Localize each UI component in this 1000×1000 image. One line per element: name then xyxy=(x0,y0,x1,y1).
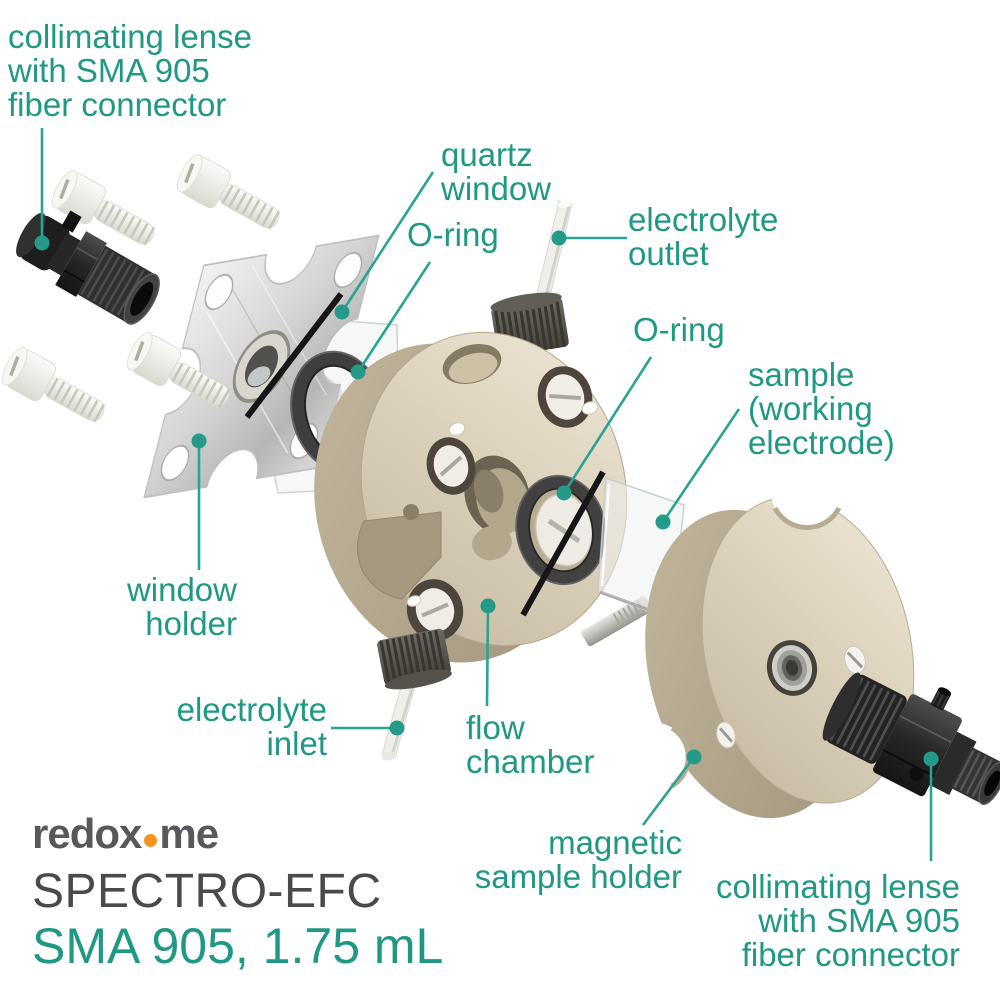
product-spec: SMA 905, 1.75 mL xyxy=(32,918,444,974)
nylon-screw-bottom-left xyxy=(2,347,106,423)
label-collimating-lens-top: collimating lense with SMA 905 fiber con… xyxy=(8,20,252,122)
label-line: sample xyxy=(748,356,855,393)
dot-o-ring-left xyxy=(350,364,366,380)
nylon-screw-center xyxy=(127,332,231,408)
logo-text-redox: redox xyxy=(32,810,142,857)
label-line: window xyxy=(441,170,552,207)
flow-chamber-illustration xyxy=(314,331,628,663)
label-flow-chamber: flow chamber xyxy=(466,711,594,779)
dot-window-holder xyxy=(191,433,207,449)
inlet-fitting-nut xyxy=(377,628,452,690)
label-line: window xyxy=(126,571,237,608)
dot-electrolyte-outlet xyxy=(551,230,567,246)
nylon-screw-top-right xyxy=(177,154,281,230)
logo-orange-dot-icon xyxy=(144,834,158,847)
dot-sample xyxy=(655,514,671,530)
label-line: fiber connector xyxy=(741,936,960,973)
label-sample-working-electrode: sample (working electrode) xyxy=(748,358,895,460)
leader-sample xyxy=(661,408,741,523)
leader-dots xyxy=(34,230,939,767)
label-line: outlet xyxy=(628,235,709,272)
label-line: holder xyxy=(145,605,237,642)
nylon-screw-top-left xyxy=(52,170,156,246)
label-magnetic-sample-holder: magnetic sample holder xyxy=(442,826,682,894)
dot-electrolyte-inlet xyxy=(389,720,405,736)
gasket-edge-left xyxy=(244,292,344,419)
label-line: electrode) xyxy=(748,424,895,461)
label-line: (working xyxy=(748,390,873,427)
label-line: collimating lense xyxy=(716,868,960,905)
label-line: chamber xyxy=(466,743,595,780)
label-line: O-ring xyxy=(407,216,499,253)
leader-o-ring-left xyxy=(356,261,432,373)
label-line: with SMA 905 xyxy=(758,902,960,939)
dot-quartz-window xyxy=(334,304,350,320)
label-collimating-lens-bottom: collimating lense with SMA 905 fiber con… xyxy=(640,870,960,972)
label-line: quartz xyxy=(441,136,533,173)
gasket-edge-right xyxy=(520,470,606,617)
dot-o-ring-right xyxy=(556,485,572,501)
label-o-ring-right: O-ring xyxy=(633,313,725,347)
label-line: electrolyte xyxy=(176,691,327,728)
leader-flow-chamber xyxy=(485,605,490,707)
dot-magnetic-holder xyxy=(686,749,702,765)
dot-collimating-top xyxy=(34,235,50,251)
dot-collimating-bottom xyxy=(923,751,939,767)
leader-quartz-window xyxy=(340,171,435,313)
label-electrolyte-inlet: electrolyte inlet xyxy=(127,693,327,761)
label-line: sample holder xyxy=(474,858,682,895)
leader-o-ring-right xyxy=(562,356,653,494)
leader-magnetic-holder xyxy=(641,756,696,826)
label-line: inlet xyxy=(266,725,327,762)
label-line: magnetic xyxy=(548,824,682,861)
collimating-lens-bottom-illustration xyxy=(822,672,1000,805)
label-o-ring-left: O-ring xyxy=(407,218,499,252)
logo-text-me: me xyxy=(159,810,219,857)
label-window-holder: window holder xyxy=(47,573,237,641)
label-line: O-ring xyxy=(633,311,725,348)
label-line: fiber connector xyxy=(8,86,227,123)
dot-flow-chamber xyxy=(480,598,496,614)
leader-lines xyxy=(40,128,933,861)
label-line: electrolyte xyxy=(628,201,779,238)
label-quartz-window: quartz window xyxy=(441,138,551,206)
label-electrolyte-outlet: electrolyte outlet xyxy=(628,203,778,271)
label-line: flow xyxy=(466,709,525,746)
label-line: with SMA 905 xyxy=(8,52,210,89)
label-line: collimating lense xyxy=(8,18,252,55)
o-ring-right-illustration xyxy=(515,474,607,586)
collimating-lens-top-illustration xyxy=(16,210,160,325)
product-name: SPECTRO-EFC xyxy=(32,865,382,918)
